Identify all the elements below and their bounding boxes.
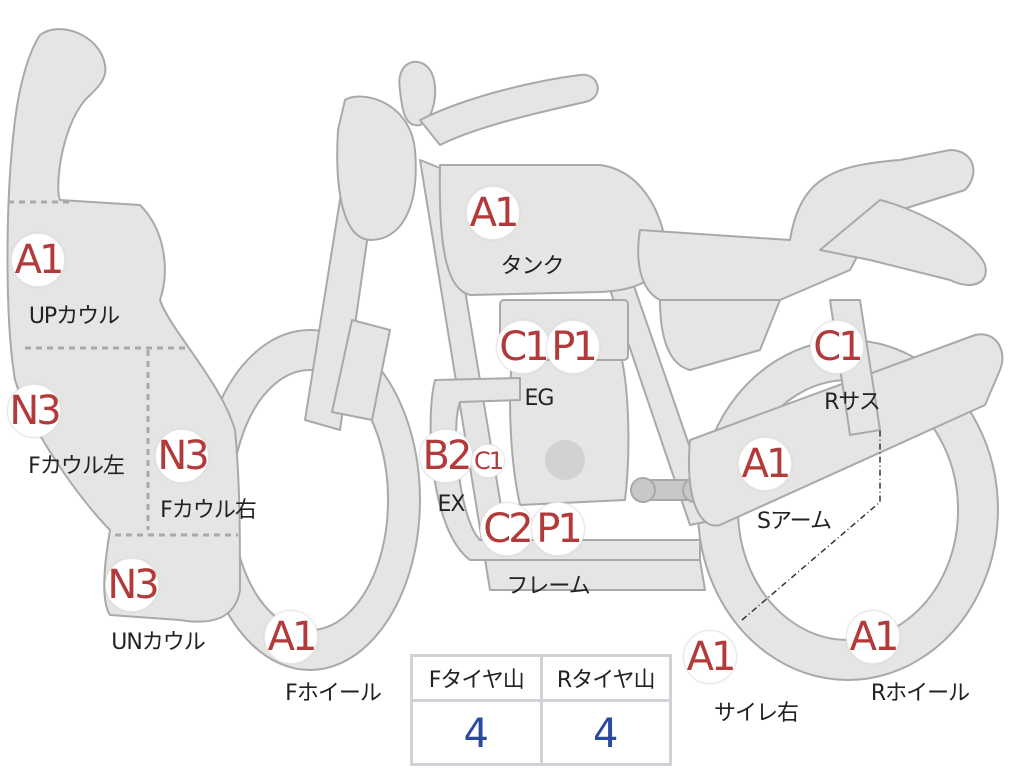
part-code-front-wheel: A1 (264, 610, 318, 664)
part-code-un-cowl: N3 (105, 558, 160, 612)
part-code-engine-c: C1 (496, 320, 550, 374)
part-code-engine-p: P1 (546, 320, 600, 374)
part-label-un-cowl: UNカウル (111, 630, 206, 655)
part-code-swing-arm: A1 (738, 437, 792, 491)
part-label-f-cowl-right: Fカウル右 (160, 498, 257, 523)
part-label-rear-shock: Rサス (824, 390, 881, 415)
part-code-exhaust-b: B2 (419, 429, 473, 483)
part-label-f-cowl-left: Fカウル左 (28, 454, 125, 479)
part-code-rear-shock: C1 (810, 320, 864, 374)
part-label-tank: タンク (500, 254, 564, 279)
headlight-shape (336, 95, 417, 241)
part-label-exhaust: EX (437, 492, 466, 517)
rear-tire-tread-header: Rタイヤ山 (556, 668, 656, 693)
part-label-silencer-right: サイレ右 (713, 701, 799, 726)
front-tire-tread-value: 4 (413, 702, 543, 766)
part-code-f-cowl-left: N3 (7, 384, 62, 438)
part-code-exhaust-c: C1 (471, 444, 505, 478)
seat-shape (637, 149, 975, 301)
part-code-up-cowl: A1 (11, 233, 65, 287)
part-code-f-cowl-right: N3 (155, 429, 210, 483)
handlebar-shape (419, 73, 599, 146)
rear-tire-tread-value: 4 (593, 711, 619, 757)
part-label-engine: EG (524, 386, 555, 411)
tire-table-header-row: Fタイヤ山 Rタイヤ山 (413, 657, 669, 702)
part-code-silencer-right: A1 (683, 630, 737, 684)
part-label-rear-wheel: Rホイール (870, 681, 970, 706)
part-code-frame-c: C2 (480, 502, 534, 556)
part-label-frame: フレーム (506, 574, 590, 599)
part-code-tank: A1 (466, 186, 520, 240)
part-code-frame-p: P1 (531, 502, 585, 556)
mirror-shape (398, 60, 437, 127)
part-label-swing-arm: Sアーム (757, 509, 832, 534)
front-tire-tread-header: Fタイヤ山 (413, 657, 543, 699)
tire-tread-table: Fタイヤ山 Rタイヤ山 4 4 (410, 654, 672, 766)
part-code-rear-wheel: A1 (846, 610, 900, 664)
tire-table-value-row: 4 4 (413, 702, 669, 766)
part-label-front-wheel: Fホイール (285, 681, 382, 706)
part-label-up-cowl: UPカウル (28, 304, 120, 329)
